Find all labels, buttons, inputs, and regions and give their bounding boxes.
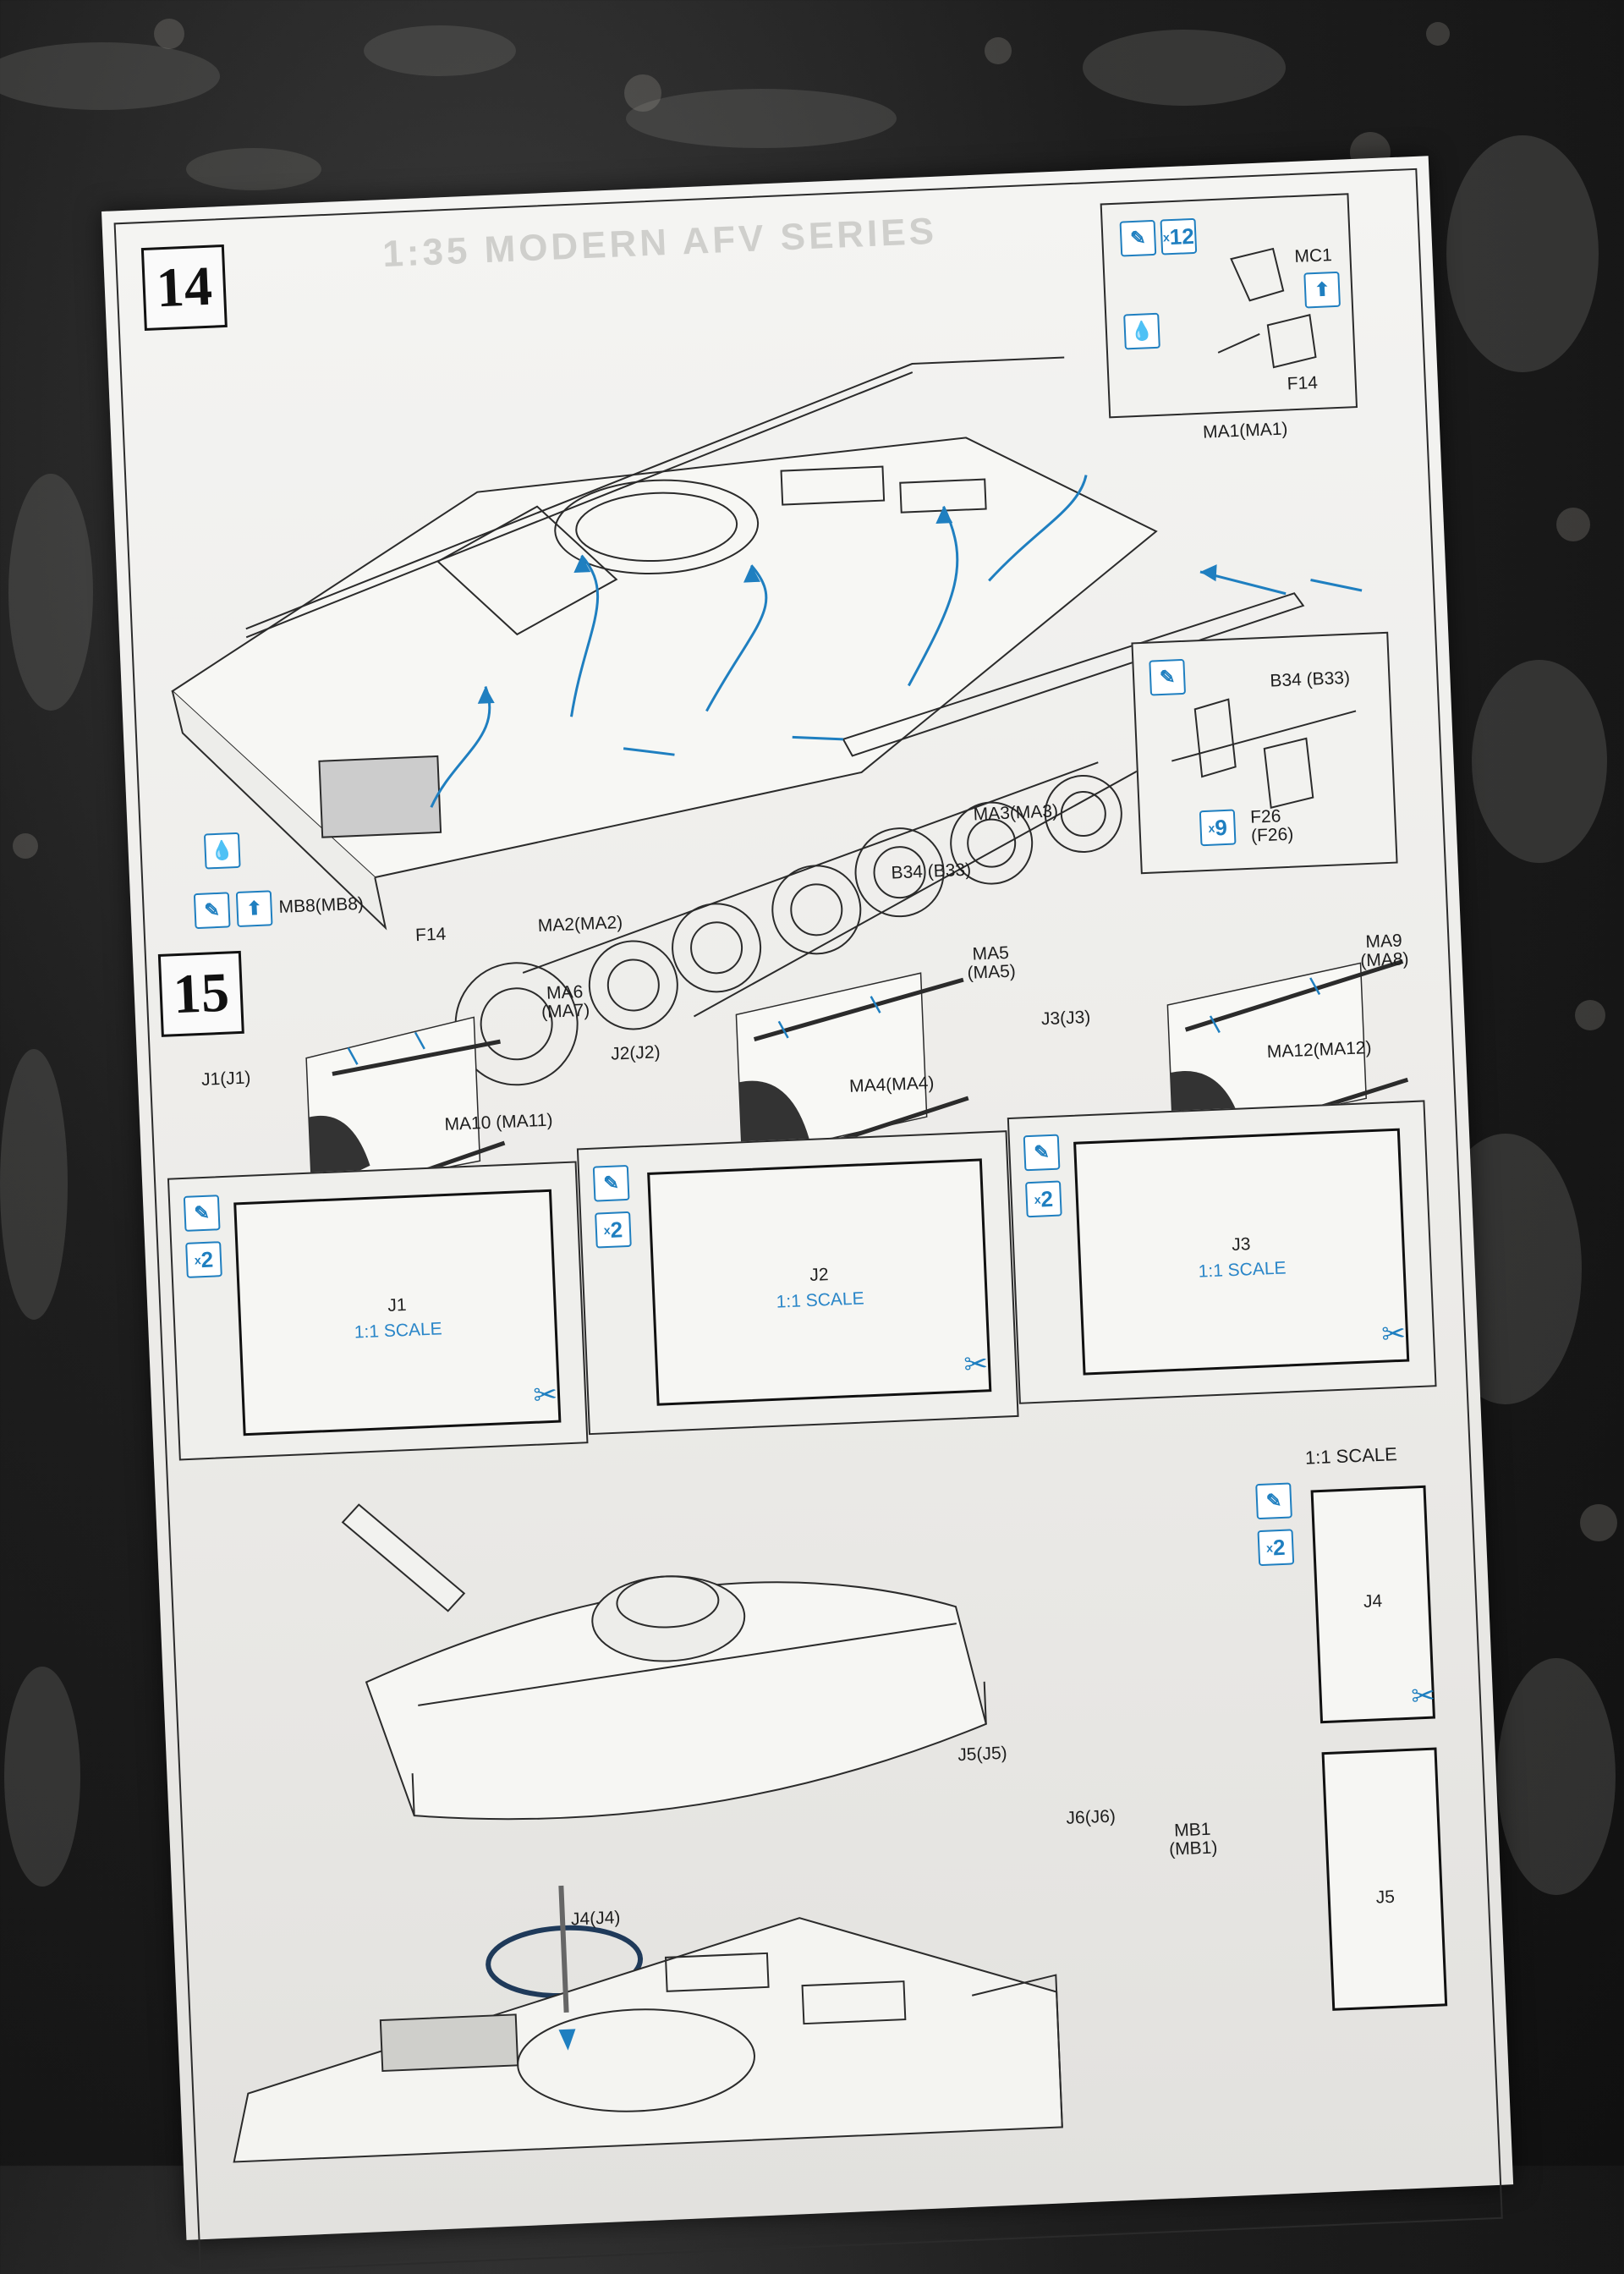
template-j3: J3 1:1 SCALE ✂	[1073, 1128, 1410, 1376]
template-panel-j1: ✎ x2 J1 1:1 SCALE ✂	[167, 1161, 589, 1461]
label-ma5: MA5 (MA5)	[967, 942, 1017, 983]
scissors-icon: ✂	[1380, 1317, 1407, 1351]
label-j1: J1(J1)	[200, 1068, 251, 1090]
glue-icon: ✎	[592, 1164, 630, 1202]
cement-drop-icon: 💧	[1123, 312, 1160, 350]
j2-count: 2	[609, 1217, 623, 1243]
b34-part-drawing	[1171, 698, 1357, 809]
label-f14: F14	[414, 924, 447, 946]
label-mb1: MB1 (MB1)	[1168, 1819, 1218, 1859]
mc1-part-drawing	[1217, 247, 1317, 369]
glue-icon: ✎	[193, 892, 231, 930]
template-j5: J5	[1321, 1747, 1448, 2011]
step-14-callout-top: ✎ x12 💧 ⬆ MC1 F14	[1100, 193, 1358, 419]
template-panel-j2: ✎ x2 J2 1:1 SCALE ✂	[576, 1130, 1019, 1436]
label-j4: J4(J4)	[570, 1908, 621, 1930]
label-j5: J5(J5)	[957, 1743, 1008, 1766]
glue-icon: ✎	[1255, 1482, 1292, 1520]
step-15-screen-illustrations	[305, 958, 1409, 1203]
label-j2: J2(J2)	[610, 1042, 661, 1064]
template-j4-name: J4	[1363, 1591, 1383, 1612]
template-j2: J2 1:1 SCALE ✂	[647, 1158, 992, 1406]
template-panel-j3: ✎ x2 J3 1:1 SCALE ✂	[1007, 1100, 1437, 1404]
count-icon: x2	[185, 1241, 222, 1278]
label-j6: J6(J6)	[1066, 1806, 1116, 1828]
template-j4: J4 ✂	[1310, 1485, 1436, 1724]
j3-count: 2	[1040, 1185, 1054, 1212]
scissors-icon: ✂	[1410, 1679, 1436, 1713]
template-j5-name: J5	[1375, 1887, 1396, 1908]
label-b34: B34 (B33)	[891, 860, 972, 883]
glue-icon: ✎	[183, 1195, 221, 1232]
label-ma6: MA6 (MA7)	[540, 981, 590, 1023]
label-ma1: MA1(MA1)	[1202, 419, 1288, 442]
label-ma4: MA4(MA4)	[848, 1073, 935, 1096]
bottom-scale-title: 1:1 SCALE	[1304, 1443, 1398, 1469]
label-mb8: MB8(MB8)	[278, 893, 365, 917]
flip-over-icon: ⬆	[235, 890, 273, 928]
glue-icon: ✎	[1119, 219, 1157, 257]
instruction-sheet: 1:35 MODERN AFV SERIES 14	[102, 156, 1514, 2274]
turret-and-hull-illustration	[233, 1503, 1063, 2163]
label-j3: J3(J3)	[1040, 1007, 1091, 1030]
scissors-icon: ✂	[532, 1378, 558, 1412]
label-ma9: MA9 (MA8)	[1359, 931, 1410, 971]
glue-icon: ✎	[1023, 1134, 1061, 1172]
label-ma2: MA2(MA2)	[537, 912, 623, 937]
cement-drop-icon: 💧	[203, 832, 241, 870]
scissors-icon: ✂	[963, 1348, 989, 1381]
j1-count: 2	[200, 1246, 214, 1273]
count-icon: x2	[1025, 1180, 1062, 1218]
label-ma3: MA3(MA3)	[973, 801, 1059, 825]
count-icon: x2	[595, 1211, 632, 1249]
count-icon: x2	[1257, 1529, 1295, 1567]
template-j1: J1 1:1 SCALE ✂	[233, 1189, 562, 1436]
step-14-hull-illustration	[171, 356, 1374, 1086]
j4-count: 2	[1272, 1534, 1287, 1561]
step-14-callout-right: ✎ B34 (B33) x9 F26 (F26)	[1131, 631, 1398, 875]
